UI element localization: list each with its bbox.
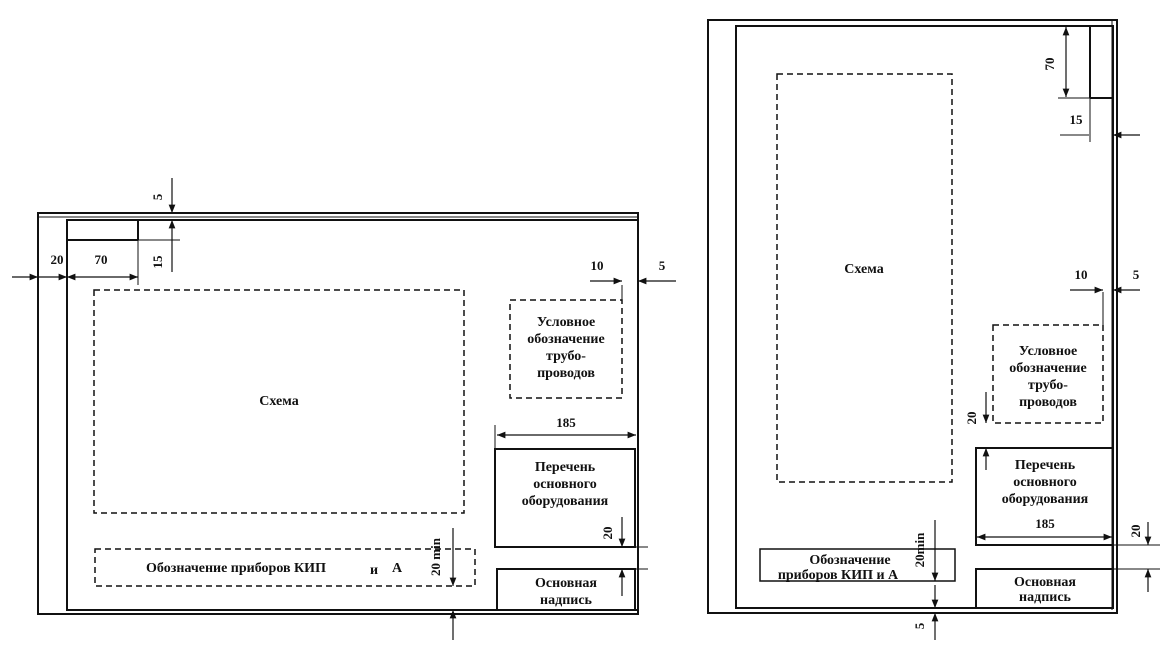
- right-dim-table-gap-20: 20: [964, 392, 990, 470]
- svg-text:15: 15: [150, 255, 165, 269]
- left-dim-legend-10-5: 10 5: [590, 258, 676, 300]
- left-dim-corner-height-15: 15: [138, 239, 180, 269]
- right-scheme-label: Схема: [844, 262, 883, 277]
- right-sheet-portrait: Схема Условное обозначение трубо- провод…: [707, 19, 1160, 640]
- right-equipment-list-box: [975, 447, 1114, 546]
- left-equipment-line-1: Перечень: [535, 460, 596, 475]
- right-sheet-outer-border: [707, 19, 1118, 614]
- svg-text:5: 5: [1133, 267, 1140, 282]
- left-pipe-legend-line-2: обозначение: [527, 332, 604, 347]
- svg-text:10: 10: [1075, 267, 1088, 282]
- right-corner-block: [1089, 26, 1113, 99]
- left-dim-table-gap-20: 20: [600, 517, 648, 596]
- svg-text:70: 70: [95, 252, 108, 267]
- right-dim-bottom-5: 5: [912, 585, 939, 640]
- left-instruments-and: и: [370, 563, 378, 578]
- right-title-line-1: Основная: [1014, 575, 1076, 590]
- right-sheet-inner-frame: [735, 25, 1114, 609]
- right-pipe-legend-line-2: обозначение: [1009, 361, 1086, 376]
- svg-text:20: 20: [51, 252, 64, 267]
- left-dim-top-5: 5: [150, 178, 176, 272]
- right-scheme-area: [776, 73, 953, 483]
- left-corner-block: [67, 220, 139, 241]
- svg-text:5: 5: [150, 193, 165, 200]
- svg-text:20 min: 20 min: [428, 537, 443, 576]
- left-sheet-inner-frame: [66, 219, 639, 611]
- left-title-line-2: надпись: [540, 593, 592, 608]
- right-dim-legend-10-5: 10 5: [1070, 267, 1140, 325]
- left-equipment-list-box: [494, 448, 636, 548]
- left-instruments-a: А: [392, 561, 403, 576]
- right-title-line-2: надпись: [1019, 590, 1071, 605]
- left-dim-corner-width-70: 70: [67, 240, 139, 285]
- right-pipe-legend-line-3: трубо-: [1028, 378, 1068, 393]
- left-dim-table-width-185: 185: [494, 415, 636, 449]
- left-pipe-legend-line-3: трубо-: [546, 349, 586, 364]
- svg-text:185: 185: [1035, 516, 1055, 531]
- svg-text:20: 20: [1128, 525, 1143, 538]
- left-equipment-line-2: основного: [533, 477, 597, 492]
- left-title-block: [496, 568, 636, 611]
- svg-text:5: 5: [659, 258, 666, 273]
- left-equipment-line-3: оборудования: [522, 494, 609, 509]
- right-dim-title-gap-20: 20: [1113, 522, 1160, 592]
- svg-text:20: 20: [964, 412, 979, 425]
- left-scheme-label: Схема: [259, 394, 298, 409]
- right-equipment-line-2: основного: [1013, 475, 1077, 490]
- right-pipe-legend-line-1: Условное: [1019, 344, 1077, 359]
- left-pipe-legend-line-4: проводов: [537, 366, 595, 381]
- left-pipe-legend-area: [509, 299, 623, 399]
- svg-text:5: 5: [912, 622, 927, 629]
- svg-text:185: 185: [556, 415, 576, 430]
- right-pipe-legend-area: [992, 324, 1104, 424]
- right-equipment-line-1: Перечень: [1015, 458, 1076, 473]
- right-instruments-area: [759, 548, 956, 582]
- left-pipe-legend-line-1: Условное: [537, 315, 595, 330]
- left-dim-left-20: 20: [12, 240, 67, 285]
- svg-text:10: 10: [591, 258, 604, 273]
- left-sheet-landscape: Схема Условное обозначение трубо- провод…: [12, 178, 676, 640]
- svg-text:20min: 20min: [912, 532, 927, 567]
- right-instruments-line-2: приборов КИП и А: [778, 568, 899, 583]
- right-pipe-legend-line-4: проводов: [1019, 395, 1077, 410]
- right-equipment-line-3: оборудования: [1002, 492, 1089, 507]
- right-title-block: [975, 568, 1114, 609]
- right-dim-instruments-gap: 20min: [912, 520, 939, 581]
- right-instruments-line-1: Обозначение: [809, 553, 890, 568]
- svg-text:70: 70: [1042, 58, 1057, 71]
- left-scheme-area: [93, 289, 465, 514]
- right-dim-corner-height-70: 70: [1042, 27, 1090, 99]
- right-dim-table-width-185: 185: [977, 516, 1112, 541]
- svg-text:15: 15: [1070, 112, 1084, 127]
- left-dim-instruments-gap: 20 min: [428, 528, 457, 640]
- left-sheet-outer-border: [37, 212, 639, 615]
- left-instruments-label: Обозначение приборов КИП: [146, 561, 326, 576]
- left-instruments-area: [94, 548, 476, 587]
- left-title-line-1: Основная: [535, 576, 597, 591]
- right-dim-corner-width-15: 15: [1060, 98, 1140, 142]
- svg-text:20: 20: [600, 527, 615, 540]
